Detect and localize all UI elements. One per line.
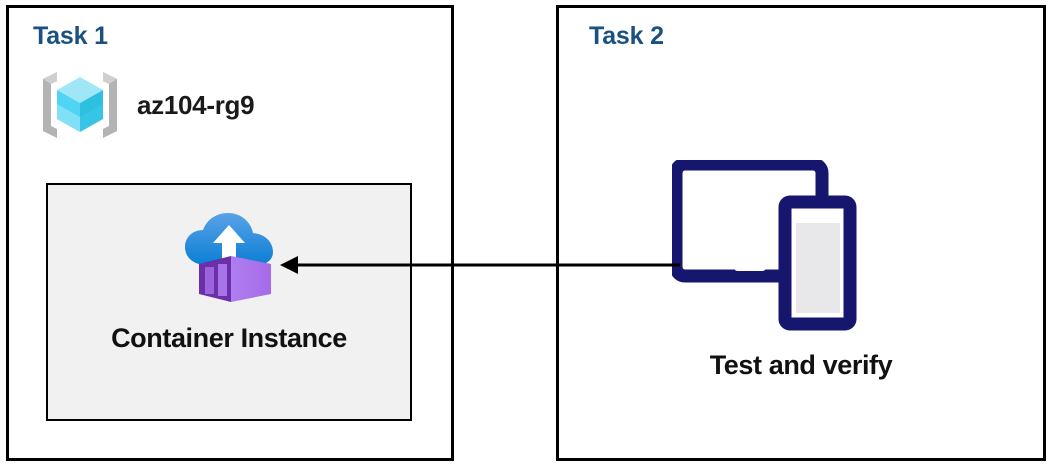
container-instance-box: Container Instance [46,183,412,421]
device-label: Test and verify [709,350,893,380]
container-instance-label: Container Instance [111,323,347,353]
task-2-title: Task 2 [589,22,664,50]
resource-group-icon [43,72,117,138]
tablet-and-phone-icon [672,160,857,331]
task-1-panel: Task 1 az104-rg9 [6,5,454,461]
resource-group-row: az104-rg9 [37,66,255,144]
resource-group-label: az104-rg9 [137,89,255,120]
container-instance-icon [185,213,273,302]
task-1-title: Task 1 [33,22,108,50]
device-icon-wrap [672,160,872,340]
